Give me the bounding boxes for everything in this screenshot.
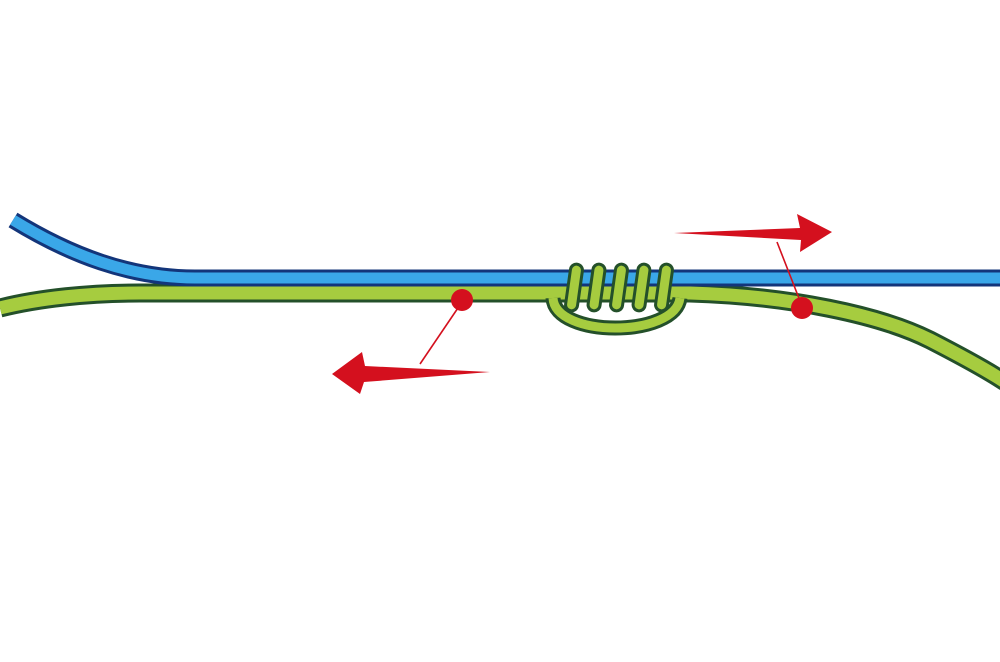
pull-left-anchor-dot xyxy=(451,289,473,311)
knot-loop xyxy=(545,295,688,336)
knot-wrap xyxy=(654,262,674,313)
pull-right-leader xyxy=(776,241,803,307)
knot-wrap xyxy=(631,262,652,313)
knot-wrap xyxy=(586,262,607,313)
pull-left-arrow-icon xyxy=(332,352,490,394)
blue-line xyxy=(8,212,1000,287)
blue-line-fill xyxy=(10,215,1000,284)
pull-left-leader xyxy=(419,301,463,365)
pull-left-indicator xyxy=(332,289,490,394)
pull-right-anchor-dot xyxy=(791,297,813,319)
knot-wrap xyxy=(609,262,629,313)
knot-wrap xyxy=(564,262,584,313)
wrap-knot xyxy=(564,262,674,313)
pull-right-indicator xyxy=(674,214,832,319)
knot-loop-fill xyxy=(548,296,685,333)
pull-right-arrow-icon xyxy=(674,214,832,252)
